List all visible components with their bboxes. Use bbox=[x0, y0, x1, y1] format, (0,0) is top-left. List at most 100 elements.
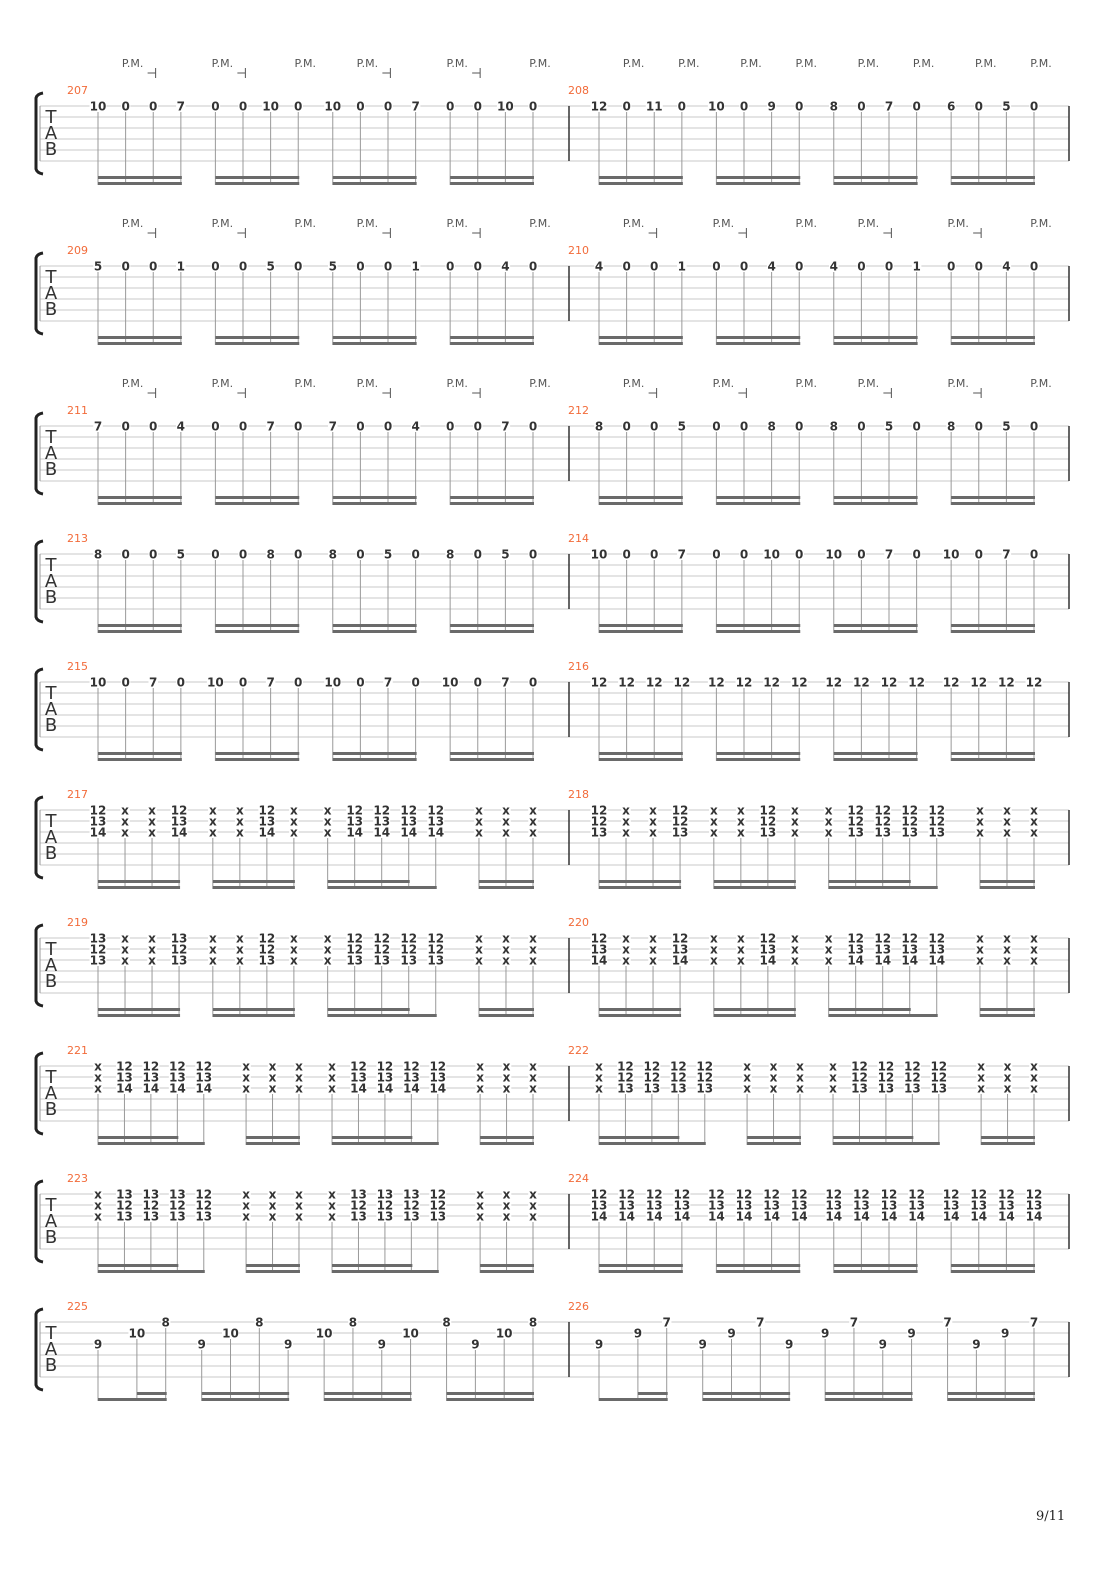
dead-note: x bbox=[595, 1060, 603, 1074]
tab-clef-letter: B bbox=[45, 971, 57, 992]
dead-note: x bbox=[121, 826, 129, 840]
secondary-beam bbox=[599, 752, 683, 755]
primary-beam bbox=[332, 182, 417, 185]
primary-beam bbox=[833, 502, 918, 505]
fret-number: 7 bbox=[885, 100, 893, 114]
fret-background bbox=[501, 816, 511, 826]
tab-note: 0 bbox=[974, 420, 984, 505]
measure-number: 211 bbox=[67, 404, 88, 417]
fret-background bbox=[594, 1339, 604, 1349]
fret-number: 0 bbox=[211, 548, 219, 562]
fret-background bbox=[495, 1328, 513, 1338]
fret-background bbox=[355, 549, 366, 559]
dead-note: x bbox=[710, 943, 718, 957]
palm-mute-label: P.M. bbox=[713, 377, 734, 390]
fret-background bbox=[874, 816, 892, 826]
secondary-beam bbox=[951, 496, 1035, 499]
dead-note: x bbox=[622, 943, 630, 957]
dead-note: x bbox=[622, 815, 630, 829]
fret-number: 7 bbox=[663, 1316, 671, 1330]
dead-note: x bbox=[295, 1082, 303, 1096]
tab-note: 0 bbox=[856, 100, 867, 185]
fret-background bbox=[590, 955, 608, 965]
fret-background bbox=[823, 827, 834, 837]
fret-number: 14 bbox=[427, 826, 444, 840]
tab-note: 12 bbox=[880, 676, 898, 761]
fret-background bbox=[942, 1211, 960, 1221]
palm-mute-end-bracket bbox=[237, 68, 246, 78]
tab-note: 0 bbox=[293, 676, 303, 761]
dead-note: x bbox=[476, 1210, 484, 1224]
fret-number: 14 bbox=[708, 1210, 725, 1224]
fret-number: 14 bbox=[970, 1210, 987, 1224]
palm-mute-mark: P.M. bbox=[947, 377, 982, 398]
fret-number: 7 bbox=[1002, 548, 1010, 562]
fret-background bbox=[293, 677, 303, 687]
fret-background bbox=[293, 421, 303, 431]
fret-background bbox=[473, 421, 483, 431]
fret-background bbox=[427, 944, 445, 954]
fret-number: 9 bbox=[634, 1327, 642, 1341]
tab-note: xxx bbox=[93, 1060, 103, 1145]
palm-mute-end-bracket bbox=[648, 388, 658, 398]
fret-background bbox=[1025, 1211, 1043, 1221]
dead-note: x bbox=[94, 1210, 102, 1224]
fret-background bbox=[373, 816, 391, 826]
tab-note: xxx bbox=[267, 1060, 278, 1145]
palm-mute-mark: P.M. bbox=[713, 377, 747, 398]
fret-number: 13 bbox=[195, 1210, 212, 1224]
fret-background bbox=[874, 944, 892, 954]
fret-background bbox=[474, 827, 484, 837]
fret-background bbox=[258, 933, 276, 943]
primary-beam bbox=[599, 1142, 706, 1145]
fret-background bbox=[877, 1061, 895, 1071]
palm-mute-mark: P.M. bbox=[1030, 217, 1051, 230]
fret-number: 0 bbox=[384, 260, 392, 274]
tab-note: 12 bbox=[590, 676, 608, 761]
tab-note: 10 bbox=[324, 676, 342, 761]
fret-background bbox=[528, 1083, 538, 1093]
primary-beam bbox=[450, 182, 534, 185]
palm-mute-label: P.M. bbox=[529, 57, 550, 70]
fret-background bbox=[975, 944, 985, 954]
fret-background bbox=[210, 549, 221, 559]
fret-number: 1 bbox=[411, 260, 419, 274]
fret-number: 12 bbox=[881, 676, 898, 690]
fret-background bbox=[975, 955, 985, 965]
fret-background bbox=[877, 1083, 895, 1093]
fret-background bbox=[208, 955, 218, 965]
secondary-beam bbox=[825, 1392, 913, 1395]
fret-number: 5 bbox=[329, 260, 337, 274]
fret-background bbox=[616, 1061, 634, 1071]
fret-background bbox=[427, 805, 445, 815]
palm-mute-mark: P.M. bbox=[858, 377, 892, 398]
palm-mute-label: P.M. bbox=[212, 377, 233, 390]
tab-note: xxx bbox=[501, 932, 511, 1017]
fret-number: 14 bbox=[874, 954, 891, 968]
fret-background bbox=[170, 955, 188, 965]
fret-background bbox=[1001, 101, 1012, 111]
fret-background bbox=[696, 1072, 714, 1082]
fret-background bbox=[147, 805, 157, 815]
fret-background bbox=[176, 549, 186, 559]
fret-number: 13 bbox=[763, 1199, 780, 1213]
tab-note: xxx bbox=[474, 804, 484, 889]
palm-mute-mark: P.M. bbox=[975, 57, 996, 70]
measure-number: 218 bbox=[568, 788, 589, 801]
fret-background bbox=[470, 1339, 481, 1349]
fret-background bbox=[441, 677, 459, 687]
fret-number: 12 bbox=[373, 932, 390, 946]
fret-number: 5 bbox=[678, 420, 686, 434]
fret-background bbox=[93, 1200, 103, 1210]
fret-background bbox=[709, 827, 719, 837]
fret-number: 12 bbox=[901, 804, 918, 818]
fret-background bbox=[976, 1083, 986, 1093]
dead-note: x bbox=[475, 826, 483, 840]
